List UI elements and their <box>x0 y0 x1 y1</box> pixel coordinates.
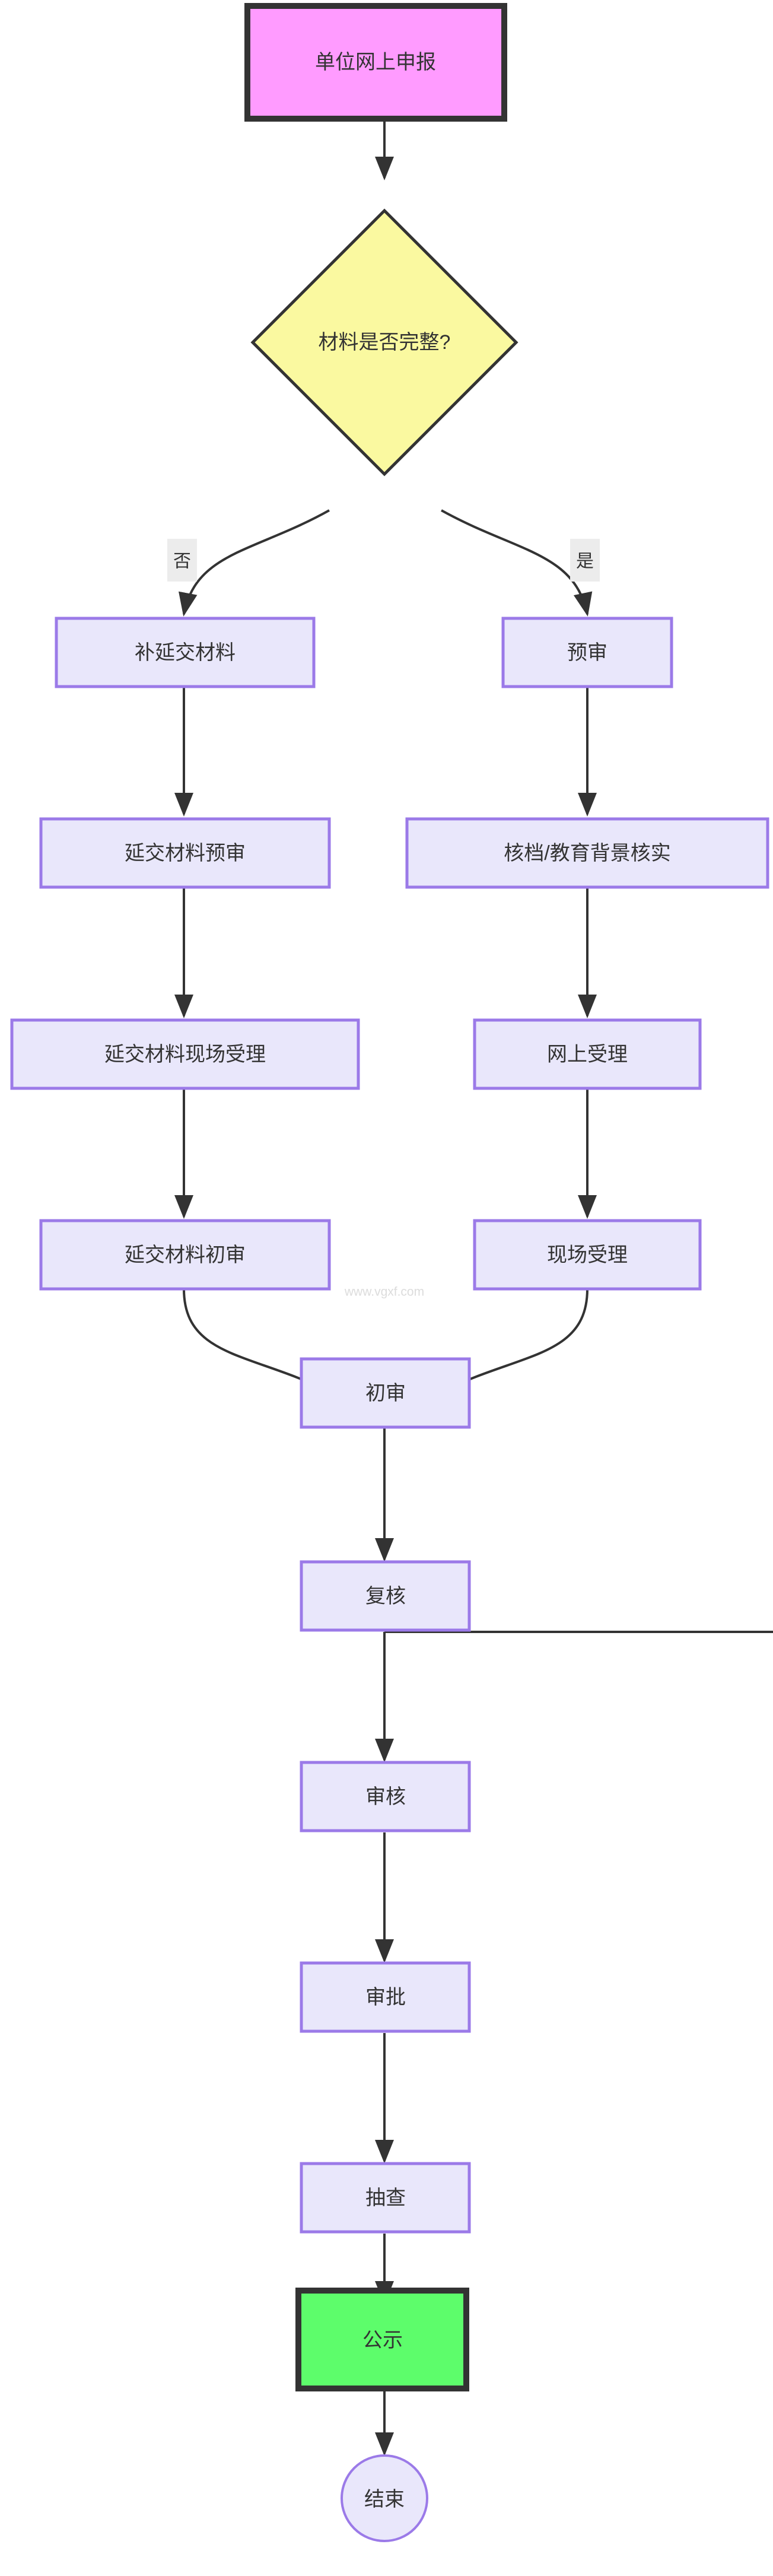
node-right1-label: 预审 <box>567 641 607 664</box>
node-chushen[interactable]: 初审 <box>300 1357 471 1429</box>
node-right2-shape[interactable] <box>405 817 769 889</box>
edge-label-yes-bg <box>570 539 600 582</box>
node-left4-shape[interactable] <box>39 1219 331 1291</box>
edge-label-no-bg <box>167 539 197 582</box>
node-gongshi-shape[interactable] <box>295 2288 469 2391</box>
node-chushen-shape[interactable] <box>300 1357 471 1429</box>
node-right1-shape[interactable] <box>501 617 673 688</box>
watermark-label: www.vgxf.com <box>344 1285 424 1299</box>
node-decision[interactable]: 材料是否完整? <box>250 208 518 477</box>
node-right3[interactable]: 网上受理 <box>473 1018 702 1090</box>
node-gongshi[interactable]: 公示 <box>295 2288 469 2391</box>
node-decision-shape[interactable] <box>250 208 518 477</box>
node-chushen-label: 初审 <box>365 1382 406 1405</box>
edge-label-no: 否 <box>167 539 197 582</box>
edge-label-yes-text: 是 <box>576 552 594 571</box>
node-left2-shape[interactable] <box>39 817 331 889</box>
edge-label-yes: 是 <box>570 539 600 582</box>
node-decision-label: 材料是否完整? <box>319 331 451 354</box>
node-choucha-shape[interactable] <box>300 2162 471 2234</box>
node-shenpi[interactable]: 审批 <box>300 1961 471 2033</box>
edge-decision-to-right1 <box>441 509 593 617</box>
node-right4-label: 现场受理 <box>547 1244 628 1266</box>
node-left2-label: 延交材料预审 <box>125 842 246 865</box>
node-right2-label: 核档/教育背景核实 <box>504 842 670 865</box>
node-left4-label: 延交材料初审 <box>125 1244 246 1266</box>
node-left3-label: 延交材料现场受理 <box>104 1043 266 1066</box>
node-fuhe[interactable]: 复核 <box>300 1560 471 1632</box>
edge-label-no-text: 否 <box>173 552 191 571</box>
node-fuhe-label: 复核 <box>365 1585 406 1608</box>
node-left4[interactable]: 延交材料初审 <box>39 1219 331 1291</box>
node-fuhe-shape[interactable] <box>300 1560 471 1632</box>
node-shenpi-label: 审批 <box>365 1986 406 2009</box>
edge-fuhe-to-shenhe <box>384 1631 773 1760</box>
node-start-label: 单位网上申报 <box>315 51 436 74</box>
node-choucha-label: 抽查 <box>365 2187 406 2209</box>
edge-decision-to-left1 <box>179 509 330 617</box>
node-left1-shape[interactable] <box>55 617 316 688</box>
edges-layer <box>174 122 773 2456</box>
node-left2[interactable]: 延交材料预审 <box>39 817 331 889</box>
node-right3-label: 网上受理 <box>547 1043 628 1066</box>
node-choucha[interactable]: 抽查 <box>300 2162 471 2234</box>
node-start[interactable]: 单位网上申报 <box>244 3 507 122</box>
node-gongshi-label: 公示 <box>362 2329 403 2352</box>
node-end-label: 结束 <box>364 2488 405 2511</box>
node-end[interactable]: 结束 <box>341 2454 428 2542</box>
node-start-shape[interactable] <box>244 3 507 122</box>
node-right3-shape[interactable] <box>473 1018 702 1090</box>
node-shenhe[interactable]: 审核 <box>300 1761 471 1832</box>
node-right1[interactable]: 预审 <box>501 617 673 688</box>
node-end-shape[interactable] <box>341 2454 428 2542</box>
node-left1[interactable]: 补延交材料 <box>55 617 316 688</box>
node-right2[interactable]: 核档/教育背景核实 <box>405 817 769 889</box>
node-left3[interactable]: 延交材料现场受理 <box>10 1018 360 1090</box>
node-left3-shape[interactable] <box>10 1018 360 1090</box>
node-shenhe-shape[interactable] <box>300 1761 471 1832</box>
node-shenhe-label: 审核 <box>365 1786 406 1808</box>
node-right4[interactable]: 现场受理 <box>473 1219 702 1291</box>
node-shenpi-shape[interactable] <box>300 1961 471 2033</box>
node-right4-shape[interactable] <box>473 1219 702 1291</box>
node-left1-label: 补延交材料 <box>135 641 236 664</box>
